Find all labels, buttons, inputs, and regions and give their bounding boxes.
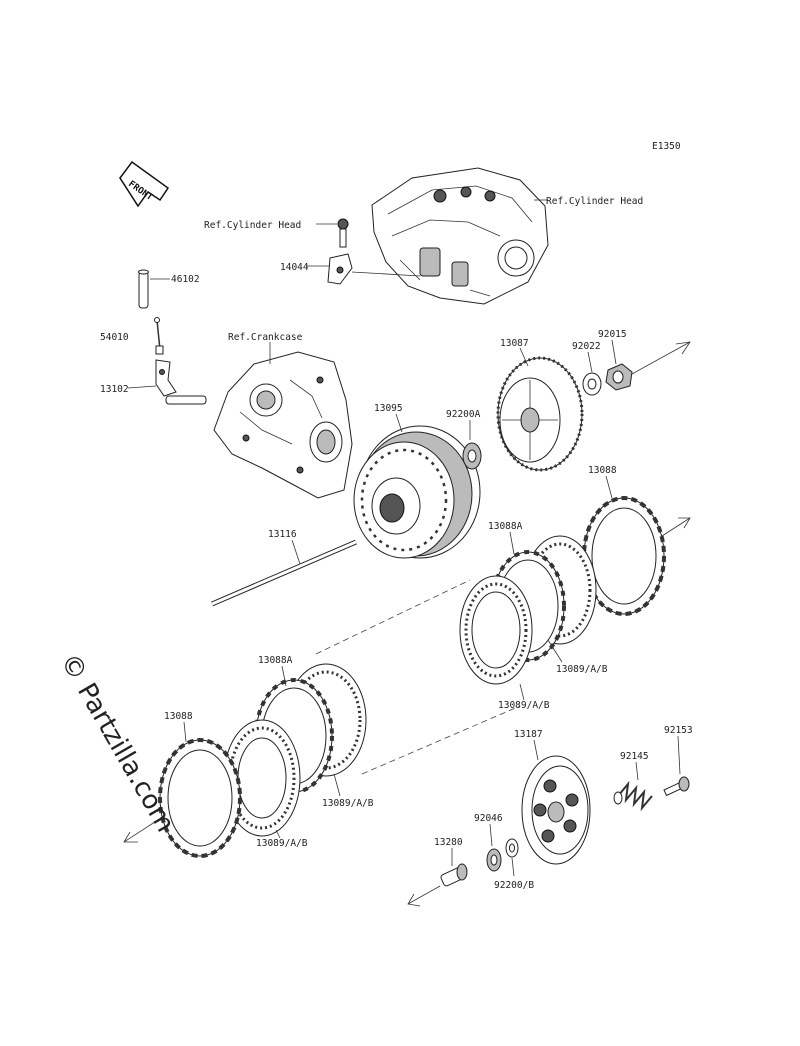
part-92200B-label: 92200/B	[494, 880, 534, 891]
lock-washer-icon	[582, 372, 602, 396]
part-54010-label: 54010	[100, 332, 129, 343]
clutch-housing-icon	[353, 425, 481, 559]
part-92046-label: 92046	[474, 813, 503, 824]
bolt-icon	[337, 218, 349, 248]
part-13089AB-top-label: 13089/A/B	[498, 700, 550, 711]
part-92145-label: 92145	[620, 751, 649, 762]
watermark: © Partzilla.com	[54, 649, 180, 838]
bracket-icon	[327, 253, 353, 285]
pin-icon	[138, 269, 149, 309]
part-13089AB-mid-label: 13089/A/B	[556, 664, 608, 675]
nut-icon	[605, 363, 633, 391]
release-shaft-icon	[155, 359, 207, 405]
part-13088-top-label: 13088	[588, 465, 617, 476]
washer-icon	[462, 442, 482, 470]
part-13089AB-low1-label: 13089/A/B	[322, 798, 374, 809]
front-arrow-icon: FRONT	[119, 160, 170, 208]
part-13102-label: 13102	[100, 384, 129, 395]
crankcase-icon	[213, 351, 353, 499]
part-92022-label: 92022	[572, 341, 601, 352]
part-13088A-top-label: 13088A	[488, 521, 523, 532]
pressure-bolt-icon	[663, 776, 690, 797]
ref-cylinder-head-right-label: Ref.Cylinder Head	[546, 196, 643, 207]
clutch-hub-icon	[496, 356, 584, 472]
part-13116-label: 13116	[268, 529, 297, 540]
ref-crankcase-label: Ref.Crankcase	[228, 332, 303, 343]
lower-plate-stack-icon	[223, 663, 367, 837]
figure-id: E1350	[652, 141, 681, 152]
bearing-icon	[486, 848, 502, 872]
ref-cylinder-head-left-label: Ref.Cylinder Head	[204, 220, 301, 231]
part-46102-label: 46102	[171, 274, 200, 285]
part-13088A-low-label: 13088A	[258, 655, 293, 666]
part-13087-label: 13087	[500, 338, 529, 349]
spring-icon	[613, 780, 653, 812]
part-13280-label: 13280	[434, 837, 463, 848]
push-rod-icon	[211, 539, 357, 607]
part-13089AB-low2-label: 13089/A/B	[256, 838, 308, 849]
part-92015-label: 92015	[598, 329, 627, 340]
washer-b-icon	[505, 838, 519, 858]
part-13088-low-label: 13088	[164, 711, 193, 722]
clutch-plate-stack-icon	[459, 535, 597, 685]
part-13095-label: 13095	[374, 403, 403, 414]
pressure-plate-icon	[521, 755, 591, 865]
part-14044-label: 14044	[280, 262, 309, 273]
part-13187-label: 13187	[514, 729, 543, 740]
friction-plate-bottom-icon	[158, 738, 242, 858]
cylinder-head-icon	[371, 167, 549, 305]
part-92200A-label: 92200A	[446, 409, 481, 420]
push-piece-icon	[440, 863, 468, 887]
part-92153-label: 92153	[664, 725, 693, 736]
cable-rod-icon	[154, 317, 164, 355]
